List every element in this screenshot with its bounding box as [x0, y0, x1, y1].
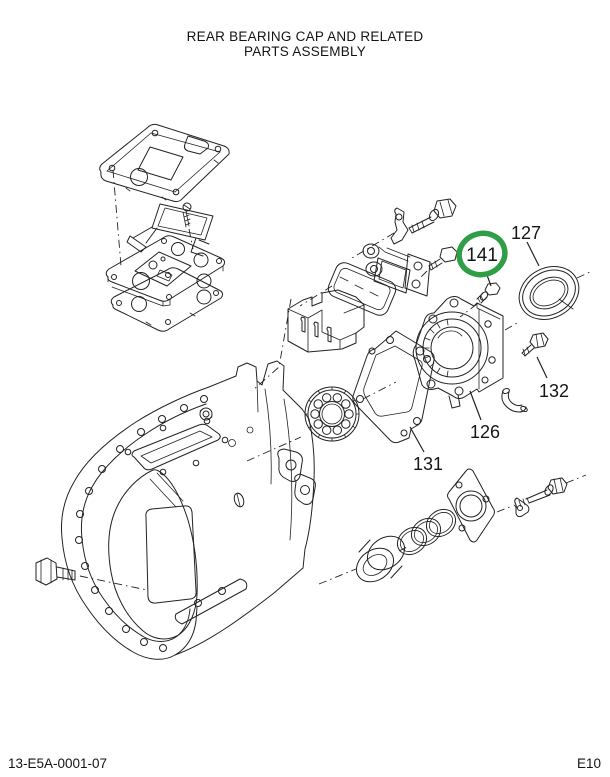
top-cover-gasket — [99, 123, 230, 203]
leader-131 — [409, 426, 425, 453]
oil-seal — [518, 266, 580, 320]
bearing-cap-gasket — [352, 330, 435, 444]
callout-126[interactable]: 126 — [470, 422, 500, 442]
case-plug — [35, 557, 76, 586]
retainer-clip — [390, 207, 409, 245]
doc-number: 13-E5A-0001-07 — [8, 756, 108, 771]
shift-top-cover — [105, 235, 226, 307]
bracket-bolt — [182, 202, 192, 228]
highlight-circle-141[interactable] — [455, 229, 510, 280]
leader-126 — [469, 390, 482, 421]
bolt-141 — [476, 282, 501, 304]
pto-bolt-upper — [408, 198, 457, 234]
pto-bolt-lower — [428, 246, 458, 271]
leader-141 — [486, 274, 492, 287]
bolt-132 — [521, 332, 549, 357]
output-cover-plate — [447, 468, 495, 543]
shifter-bracket — [126, 203, 214, 257]
leader-127 — [526, 241, 540, 267]
page-title: REAR BEARING CAP AND RELATED PARTS ASSEM… — [0, 29, 610, 59]
title-line-1: REAR BEARING CAP AND RELATED — [186, 29, 424, 44]
callout-132[interactable]: 132 — [539, 381, 569, 401]
long-cover-bolt — [513, 477, 568, 509]
callout-131[interactable]: 131 — [413, 454, 443, 474]
callout-141[interactable]: 141 — [466, 245, 498, 266]
title-line-2: PARTS ASSEMBLY — [243, 44, 367, 59]
snap-rings — [396, 508, 457, 556]
leader-132 — [536, 356, 548, 379]
drain-tube — [501, 388, 528, 413]
top-cover-lower-gasket — [110, 267, 224, 332]
rear-bearing-cap — [412, 296, 504, 409]
callout-127[interactable]: 127 — [511, 223, 541, 243]
rear-bearing — [304, 386, 360, 442]
bolt-clip — [514, 497, 530, 518]
pto-gasket — [327, 262, 397, 316]
page-code: E10 — [576, 756, 601, 771]
seal-cup — [355, 535, 406, 583]
transmission-case — [61, 360, 316, 660]
pto-cover — [362, 243, 431, 297]
callouts: 141 127 132 126 131 — [409, 223, 569, 474]
alignment-axis-lines — [79, 169, 591, 591]
ribbed-cover-block — [287, 289, 365, 353]
